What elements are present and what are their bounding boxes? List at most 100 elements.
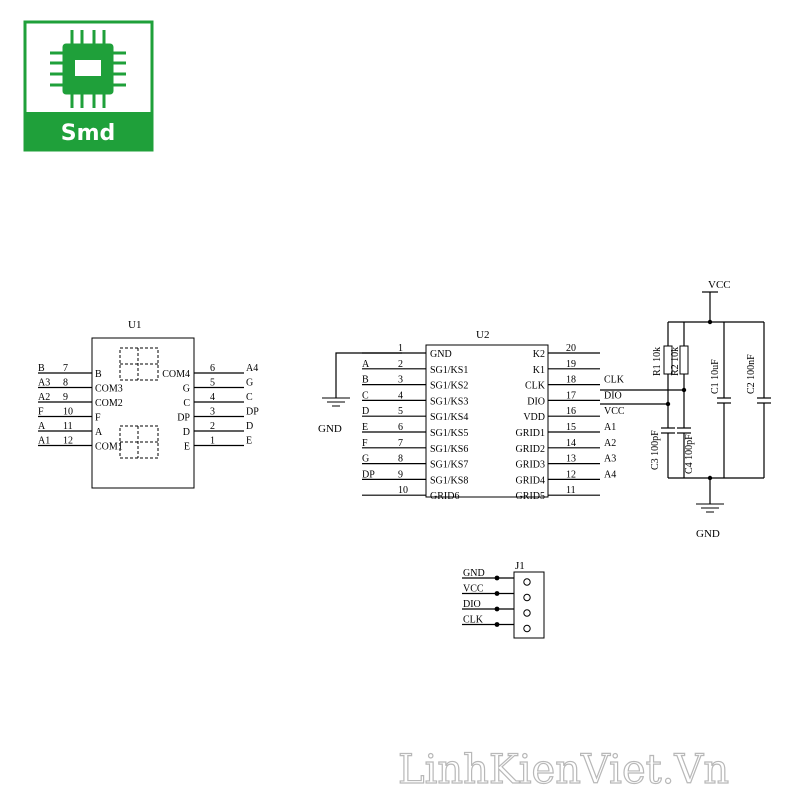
- u2-pin-number: 12: [566, 469, 576, 480]
- u2-pin-net: G: [362, 454, 369, 465]
- u1-pin-name: E: [184, 442, 190, 453]
- u1-pin-net: A1: [38, 436, 50, 447]
- u2-pin-net: C: [362, 390, 369, 401]
- u2-pin-net: VCC: [604, 406, 625, 417]
- j1-pin-hole: [523, 593, 531, 602]
- u2-pin-number: 13: [566, 454, 576, 465]
- u2-pin-name: DIO: [527, 396, 545, 407]
- u2-pin-number: 20: [566, 343, 576, 354]
- u2-pin-name: K2: [533, 349, 545, 360]
- u1-pin-number: 4: [210, 392, 215, 403]
- c1-label: C1 10uF: [710, 359, 721, 394]
- r2-resistor: [679, 345, 689, 375]
- j1-pin-hole: [523, 578, 531, 586]
- u1-pin-name: C: [183, 398, 190, 409]
- j1-pin-label: DIO: [463, 599, 481, 610]
- power-section: VCC R1 10k R2 10k C1 10uF C2 100nF C3 10…: [600, 279, 771, 540]
- u2-pin-number: 1: [398, 343, 403, 354]
- logo-text: Smd: [61, 121, 116, 146]
- u1-pin-name: DP: [177, 413, 190, 424]
- u2-pin-number: 17: [566, 390, 576, 401]
- u1-body: [91, 337, 195, 489]
- u2-pin-net: CLK: [604, 375, 625, 386]
- u1-pin-number: 5: [210, 378, 215, 389]
- u2-pin-name: GRID3: [516, 460, 545, 471]
- vcc-label: VCC: [708, 279, 731, 291]
- watermark-text: LinhKienViet.Vn: [398, 747, 729, 793]
- u2-pin-name: GRID2: [516, 444, 545, 455]
- u2-pin-number: 7: [398, 438, 403, 449]
- u1-pin-number: 7: [63, 363, 68, 374]
- u2-pin-net: B: [362, 375, 369, 386]
- u1-pin-number: 9: [63, 392, 68, 403]
- j1-pin-hole: [523, 624, 531, 633]
- u1-pin-number: 2: [210, 421, 215, 432]
- u2-pin-number: 3: [398, 375, 403, 386]
- u2-pin-number: 15: [566, 422, 576, 433]
- u2-pin-number: 9: [398, 469, 403, 480]
- u2-pin-name: SG1/KS5: [430, 428, 468, 439]
- j1-ref: J1: [515, 560, 525, 572]
- u2-pin-name: K1: [533, 365, 545, 376]
- u2-pin-name: GND: [430, 349, 452, 360]
- u2-pin-net: A1: [604, 422, 616, 433]
- u2-pin-number: 2: [398, 359, 403, 370]
- chip-icon: [50, 30, 126, 108]
- u1-pin-net: E: [246, 436, 252, 447]
- u2-pin-name: SG1/KS6: [430, 444, 468, 455]
- u2-pin-net: DP: [362, 469, 375, 480]
- u1-digit-graphic: [119, 347, 159, 459]
- u1-pin-number: 8: [63, 378, 68, 389]
- u2-pin-number: 10: [398, 485, 408, 496]
- u1-pin-net: A: [38, 421, 46, 432]
- u1-pin-number: 10: [63, 407, 73, 418]
- c2-label: C2 100nF: [746, 354, 757, 394]
- j1-junction: [494, 622, 500, 627]
- smd-logo: Smd: [23, 20, 154, 152]
- j1-body: [513, 571, 545, 639]
- u2-pin-name: CLK: [525, 381, 546, 392]
- u2-pin-name: SG1/KS8: [430, 475, 468, 486]
- u2-pin-name: VDD: [523, 412, 545, 423]
- u2-pin-name: SG1/KS2: [430, 381, 468, 392]
- u1-pin-name: F: [95, 413, 101, 424]
- u2-pin-number: 18: [566, 375, 576, 386]
- u1-pin-net: G: [246, 378, 253, 389]
- j1-pin-label: VCC: [463, 584, 484, 595]
- u2-pin-number: 14: [566, 438, 576, 449]
- u2-pin-name: SG1/KS1: [430, 365, 468, 376]
- j1-junction: [494, 606, 500, 612]
- u1-pin-number: 11: [63, 421, 73, 432]
- j1-junction: [494, 591, 500, 596]
- j1-pin-hole: [523, 609, 531, 617]
- u2-pin-number: 8: [398, 454, 403, 465]
- u1-pin-name: COM1: [95, 442, 123, 453]
- ground-symbol-2: [696, 503, 724, 513]
- u2-pin-net: A3: [604, 454, 616, 465]
- u1-pin-net: B: [38, 363, 45, 374]
- r2-label: R2 10k: [670, 347, 681, 376]
- u2-pin-net: D: [362, 406, 369, 417]
- u1-pin-net: A3: [38, 378, 50, 389]
- ground-symbol: [322, 397, 350, 407]
- u2-pin-net: A: [362, 359, 370, 370]
- u2-pin-net: E: [362, 422, 368, 433]
- c3-label: C3 100pF: [650, 430, 661, 470]
- u2-pin-net: A2: [604, 438, 616, 449]
- u2-gnd-label: GND: [318, 423, 342, 435]
- u1-pin-name: COM2: [95, 398, 123, 409]
- u1-pin-net: A4: [246, 363, 258, 374]
- u2-pin-name: SG1/KS3: [430, 396, 468, 407]
- u1-pin-name: COM3: [95, 384, 123, 395]
- u1-pin-number: 12: [63, 436, 73, 447]
- u1-pin-number: 1: [210, 436, 215, 447]
- u1-pin-name: COM4: [162, 369, 190, 380]
- u2-pin-name: GRID6: [430, 491, 459, 502]
- r1-label: R1 10k: [652, 347, 663, 376]
- u1-pin-name: D: [183, 427, 190, 438]
- u1-ref: U1: [128, 319, 141, 331]
